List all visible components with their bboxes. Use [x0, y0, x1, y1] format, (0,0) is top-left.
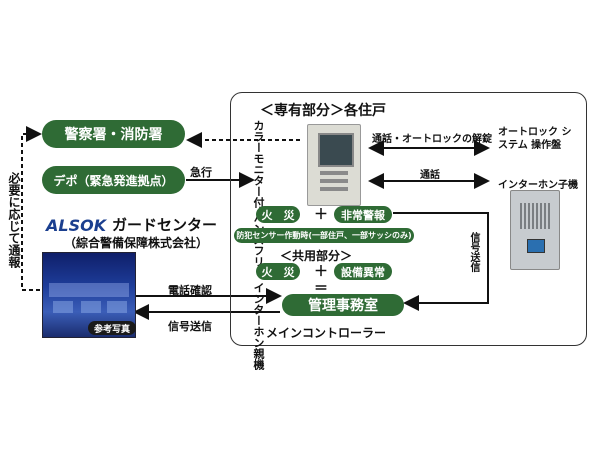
signal-send-line [393, 212, 489, 311]
equals-sign: ＝ [314, 281, 328, 297]
signal-send-vertical: 信号送信 [468, 232, 479, 272]
depot-pill: デポ（緊急発進拠点） [42, 166, 185, 194]
emergency-alarm-pill: 非常警報 [334, 206, 392, 223]
private-area-heading: ＜専有部分＞各住戸 [260, 103, 386, 119]
side-note: 必要に応じて通報 [7, 172, 21, 268]
lock-panel-label: オートロック システム 操作盤 [498, 127, 572, 151]
police-fire-pill: 警察署・消防署 [42, 120, 185, 148]
intercom-master-unit [307, 124, 361, 206]
common-fire-pill: 火 災 [256, 263, 300, 280]
residence-zone [230, 92, 587, 346]
intercom-sub-unit [510, 190, 560, 270]
company-label: （綜合警備保障株式会社） [64, 236, 209, 250]
photo-label: 参考写真 [88, 321, 136, 335]
call-label: 通話 [420, 170, 440, 181]
private-plus: ＋ [314, 207, 328, 223]
alsok-logo: ALSOK [46, 216, 107, 235]
intercom-sub-label: インターホン子機 [498, 180, 578, 191]
sensor-pill: 防犯センサー作動時(一部住戸、一部サッシのみ) [234, 228, 414, 243]
signal-send-label: 信号送信 [168, 320, 212, 333]
guard-center-label: ガードセンター [112, 216, 218, 234]
main-controller-label: メインコントローラー [266, 326, 387, 340]
equipment-fault-pill: 設備異常 [334, 263, 392, 280]
urgent-label: 急行 [190, 166, 212, 179]
dashed-notify-line [21, 126, 42, 291]
private-fire-pill: 火 災 [256, 206, 300, 223]
call-unlock-label: 通話・オートロックの解錠 [372, 134, 492, 145]
monitor-label: カラーモニター付 ハンズフリー インターホン親機 [252, 120, 265, 370]
management-office-pill: 管理事務室 [282, 294, 404, 316]
phone-confirm-label: 電話確認 [168, 284, 212, 297]
common-plus: ＋ [314, 264, 328, 280]
common-area-heading: ＜共用部分＞ [280, 249, 353, 263]
